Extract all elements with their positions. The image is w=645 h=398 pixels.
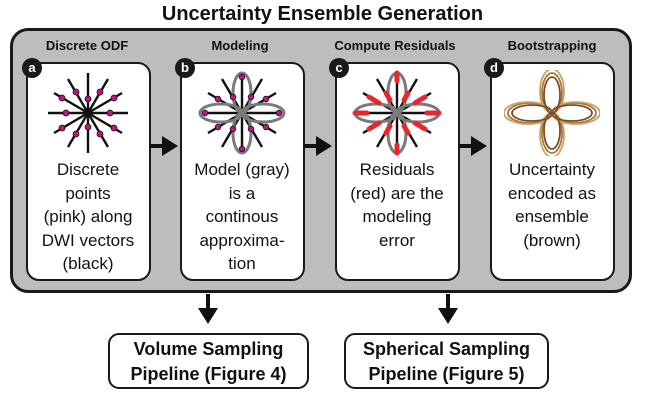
arrow-down-spherical: [438, 294, 458, 324]
arrow-b-to-c: [304, 136, 332, 156]
arrow-down-volume: [198, 294, 218, 324]
stage-label-compute-residuals: Compute Residuals: [334, 38, 456, 53]
badge-b: b: [175, 58, 195, 78]
panel-d-description: Uncertainty encoded as ensemble (brown): [508, 160, 596, 250]
badge-d: d: [484, 58, 504, 78]
stage-label-discrete-odf: Discrete ODF: [45, 38, 129, 53]
panel-compute-residuals: Residuals (red) are the modeling error: [335, 62, 460, 281]
ensemble-glyph: [504, 70, 600, 156]
badge-c: c: [329, 58, 349, 78]
modeling-glyph: [198, 71, 286, 155]
panel-b-description: Model (gray) is a continous approxima- t…: [194, 160, 290, 273]
panel-c-description: Residuals (red) are the modeling error: [350, 160, 444, 250]
discrete-odf-glyph: [48, 73, 128, 153]
stage-label-modeling: Modeling: [211, 38, 269, 53]
volume-sampling-pipeline-box: Volume Sampling Pipeline (Figure 4): [108, 333, 309, 389]
panel-a-description: Discrete points (pink) along DWI vectors…: [41, 160, 135, 273]
panel-discrete-odf: Discrete points (pink) along DWI vectors…: [26, 62, 151, 281]
arrow-a-to-b: [150, 136, 178, 156]
arrow-c-to-d: [459, 136, 487, 156]
panel-bootstrapping: Uncertainty encoded as ensemble (brown): [490, 62, 615, 281]
badge-a: a: [22, 58, 42, 78]
diagram-title: Uncertainty Ensemble Generation: [161, 3, 484, 25]
residuals-glyph: [352, 70, 442, 156]
spherical-sampling-pipeline-box: Spherical Sampling Pipeline (Figure 5): [344, 333, 549, 389]
panel-modeling: Model (gray) is a continous approxima- t…: [180, 62, 305, 281]
stage-label-bootstrapping: Bootstrapping: [507, 38, 597, 53]
